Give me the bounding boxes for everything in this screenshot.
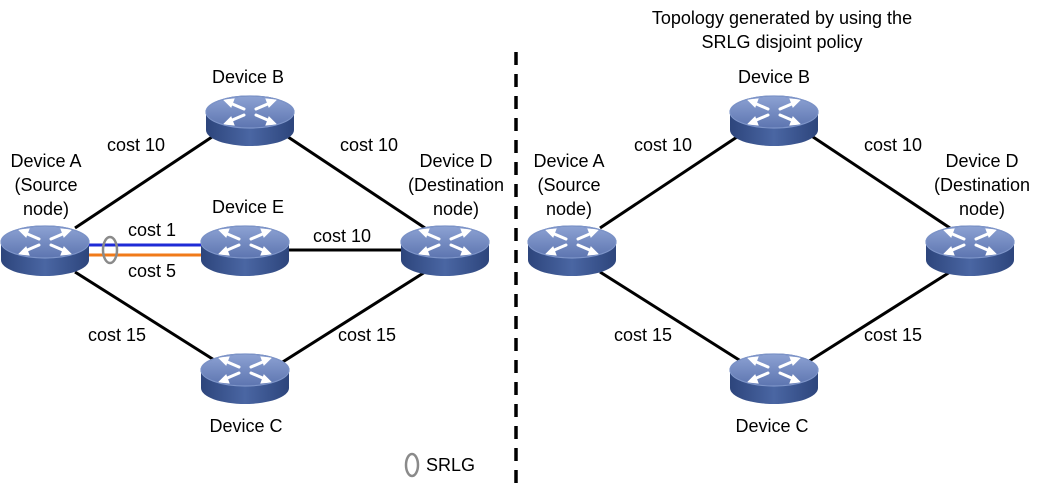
router-icon bbox=[399, 224, 491, 278]
right-topology: Topology generated by using the SRLG dis… bbox=[526, 8, 1030, 436]
left-device-a-role2: node) bbox=[23, 199, 69, 219]
left-cost-b-d: cost 10 bbox=[340, 135, 398, 155]
left-cost-a-c: cost 15 bbox=[88, 325, 146, 345]
srlg-ellipse-icon bbox=[101, 235, 119, 265]
router-icon bbox=[728, 352, 820, 406]
right-device-d-role2: node) bbox=[959, 199, 1005, 219]
right-links bbox=[599, 123, 951, 372]
right-title-line2: SRLG disjoint policy bbox=[701, 32, 862, 52]
right-device-c-name: Device C bbox=[735, 416, 808, 436]
right-device-d-role1: (Destination bbox=[934, 175, 1030, 195]
right-title-line1: Topology generated by using the bbox=[652, 8, 912, 28]
left-topology: Device A (Source node) Device B Device E… bbox=[0, 67, 504, 478]
left-cost-a-b: cost 10 bbox=[107, 135, 165, 155]
srlg-legend: SRLG bbox=[404, 452, 475, 478]
link-c-d bbox=[269, 270, 426, 372]
right-cost-a-b: cost 10 bbox=[634, 135, 692, 155]
link-a-c bbox=[74, 270, 231, 372]
srlg-legend-label: SRLG bbox=[426, 455, 475, 475]
srlg-ellipse-icon bbox=[404, 452, 420, 478]
link-c-d bbox=[794, 270, 951, 372]
link-a-c bbox=[599, 270, 756, 372]
left-device-a-role1: (Source bbox=[14, 175, 77, 195]
router-icon bbox=[204, 94, 296, 148]
right-device-b-name: Device B bbox=[738, 67, 810, 87]
left-device-a-name: Device A bbox=[10, 151, 81, 171]
router-icon bbox=[0, 224, 91, 278]
left-cost-c-d: cost 15 bbox=[338, 325, 396, 345]
router-icon bbox=[728, 94, 820, 148]
left-cost-a-e-lower: cost 5 bbox=[128, 261, 176, 281]
router-icon bbox=[199, 224, 291, 278]
router-icon bbox=[526, 224, 618, 278]
router-icon bbox=[199, 352, 291, 406]
right-device-a-role2: node) bbox=[546, 199, 592, 219]
left-device-b-name: Device B bbox=[212, 67, 284, 87]
right-device-a-name: Device A bbox=[533, 151, 604, 171]
left-cost-a-e-upper: cost 1 bbox=[128, 220, 176, 240]
left-device-e-name: Device E bbox=[212, 197, 284, 217]
left-device-d-name: Device D bbox=[419, 151, 492, 171]
right-cost-a-c: cost 15 bbox=[614, 325, 672, 345]
right-cost-b-d: cost 10 bbox=[864, 135, 922, 155]
left-cost-e-d: cost 10 bbox=[313, 226, 371, 246]
link-a-b bbox=[599, 123, 756, 230]
left-device-d-role1: (Destination bbox=[408, 175, 504, 195]
link-b-d bbox=[269, 123, 426, 230]
left-links bbox=[74, 123, 426, 372]
link-b-d bbox=[794, 123, 951, 230]
right-device-d-name: Device D bbox=[945, 151, 1018, 171]
right-device-a-role1: (Source bbox=[537, 175, 600, 195]
router-icon bbox=[924, 224, 1016, 278]
left-device-d-role2: node) bbox=[433, 199, 479, 219]
right-cost-c-d: cost 15 bbox=[864, 325, 922, 345]
left-device-c-name: Device C bbox=[209, 416, 282, 436]
link-a-b bbox=[74, 123, 231, 230]
